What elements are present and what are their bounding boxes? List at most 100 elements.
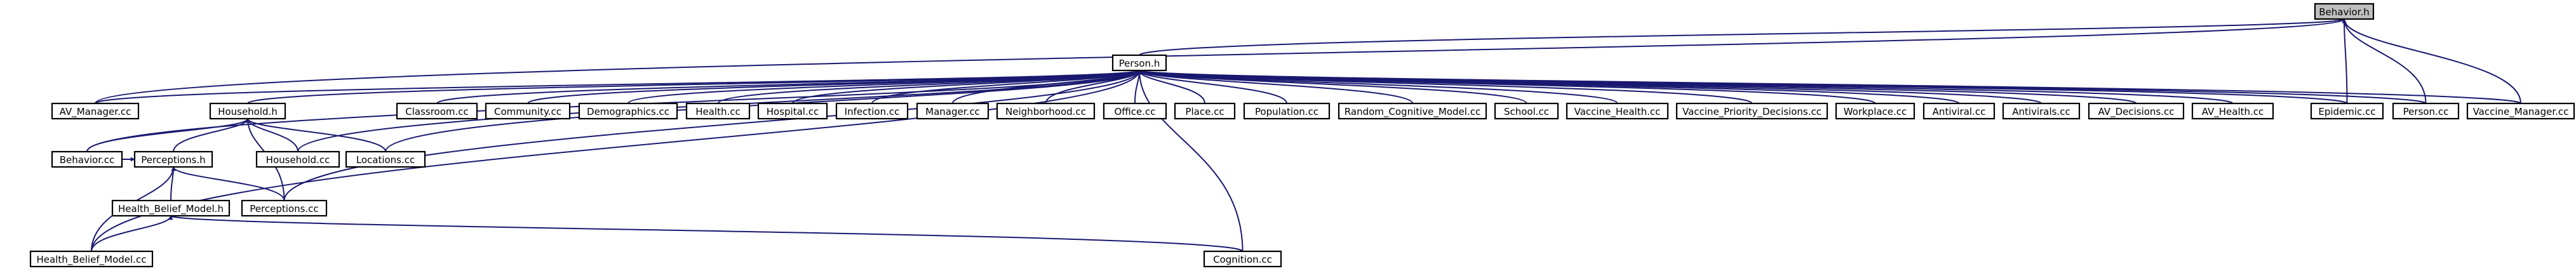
node-vaccine-health-cc[interactable]: Vaccine_Health.cc	[1566, 102, 1669, 120]
node-label: Community.cc	[494, 106, 561, 117]
node-workplace-cc[interactable]: Workplace.cc	[1835, 102, 1915, 120]
node-box	[29, 250, 154, 268]
node-population-cc[interactable]: Population.cc	[1243, 102, 1331, 120]
node-label: Perceptions.cc	[250, 203, 318, 215]
node-label: Workplace.cc	[1844, 106, 1907, 117]
node-box	[209, 102, 286, 120]
node-box	[485, 102, 571, 120]
node-box	[133, 150, 213, 168]
node-label: Population.cc	[1255, 106, 1318, 117]
node-place-cc[interactable]: Place.cc	[1174, 102, 1236, 120]
node-classroom-cc[interactable]: Classroom.cc	[396, 102, 478, 120]
node-label: Vaccine_Manager.cc	[2473, 106, 2569, 118]
edge-health_belief_model_cc-to-health_belief_model_h	[91, 215, 173, 252]
node-infection-cc[interactable]: Infection.cc	[835, 102, 909, 120]
node-label: Cognition.cc	[1213, 254, 1272, 265]
node-label: Person.cc	[2403, 106, 2449, 117]
node-box	[1494, 102, 1559, 120]
edge-vaccine_manager_cc-to-behavior_h	[2342, 18, 2521, 104]
edge-av_manager_cc-to-behavior_h	[95, 18, 2347, 104]
node-school-cc[interactable]: School.cc	[1494, 102, 1559, 120]
node-health-belief-model-cc[interactable]: Health_Belief_Model.cc	[29, 250, 154, 268]
node-neighborhood-cc[interactable]: Neighborhood.cc	[996, 102, 1096, 120]
node-av-health-cc[interactable]: AV_Health.cc	[2191, 102, 2274, 120]
node-av-decisions-cc[interactable]: AV_Decisions.cc	[2088, 102, 2185, 120]
node-box	[1566, 102, 1669, 120]
node-box	[916, 102, 989, 120]
node-health-cc[interactable]: Health.cc	[685, 102, 751, 120]
node-box	[1835, 102, 1915, 120]
node-demographics-cc[interactable]: Demographics.cc	[578, 102, 678, 120]
node-vaccine-priority-decisions-cc[interactable]: Vaccine_Priority_Decisions.cc	[1675, 102, 1828, 120]
node-antiviral-cc[interactable]: Antiviral.cc	[1922, 102, 1996, 120]
node-office-cc[interactable]: Office.cc	[1103, 102, 1167, 120]
node-label: Infection.cc	[845, 106, 900, 117]
node-label: Classroom.cc	[405, 106, 469, 117]
node-box	[241, 199, 328, 217]
node-household-h[interactable]: Household.h	[209, 102, 286, 120]
node-behavior-cc[interactable]: Behavior.cc	[51, 150, 123, 168]
node-box	[757, 102, 828, 120]
node-box	[1243, 102, 1331, 120]
node-label: Household.cc	[266, 154, 330, 166]
node-perceptions-cc[interactable]: Perceptions.cc	[241, 199, 328, 217]
node-box	[255, 150, 340, 168]
edge-perceptions_cc-to-perceptions_h	[171, 166, 285, 201]
edge-infection_cc-to-person_h	[871, 70, 1142, 104]
node-box	[51, 102, 140, 120]
edge-health_belief_model_cc-to-person_h	[91, 70, 1142, 252]
node-label: Perceptions.h	[141, 154, 205, 166]
edge-perceptions_h-to-household_h	[173, 118, 250, 152]
node-box	[835, 102, 909, 120]
node-antivirals-cc[interactable]: Antivirals.cc	[2002, 102, 2081, 120]
node-box	[2314, 3, 2375, 20]
node-random-cognitive-model-cc[interactable]: Random_Cognitive_Model.cc	[1338, 102, 1487, 120]
node-label: Office.cc	[1114, 106, 1155, 117]
node-av-manager-cc[interactable]: AV_Manager.cc	[51, 102, 140, 120]
node-box	[1338, 102, 1487, 120]
node-box	[1203, 250, 1282, 268]
node-label: Vaccine_Priority_Decisions.cc	[1682, 106, 1821, 118]
node-household-cc[interactable]: Household.cc	[255, 150, 340, 168]
edge-person_h-to-behavior_h	[1139, 18, 2346, 56]
node-label: AV_Health.cc	[2202, 106, 2264, 118]
node-label: Locations.cc	[356, 154, 415, 166]
node-cognition-cc[interactable]: Cognition.cc	[1203, 250, 1282, 268]
node-label: Behavior.cc	[60, 154, 115, 166]
node-behavior-h[interactable]: Behavior.h	[2314, 3, 2375, 20]
node-health-belief-model-h[interactable]: Health_Belief_Model.h	[111, 199, 231, 217]
edges-layer	[86, 18, 2521, 252]
node-box	[2466, 102, 2575, 120]
node-label: Neighborhood.cc	[1005, 106, 1086, 117]
edge-perceptions_cc-to-person_h	[283, 70, 1142, 201]
edge-person_cc-to-behavior_h	[2342, 18, 2427, 104]
node-box	[1174, 102, 1236, 120]
node-box	[2191, 102, 2274, 120]
node-epidemic-cc[interactable]: Epidemic.cc	[2310, 102, 2384, 120]
node-label: Vaccine_Health.cc	[1574, 106, 1661, 118]
node-vaccine-manager-cc[interactable]: Vaccine_Manager.cc	[2466, 102, 2575, 120]
node-box	[2088, 102, 2185, 120]
node-label: Health_Belief_Model.h	[118, 203, 224, 215]
node-box	[2392, 102, 2460, 120]
node-manager-cc[interactable]: Manager.cc	[916, 102, 989, 120]
node-box	[345, 150, 426, 168]
node-label: Household.h	[218, 106, 278, 117]
edge-epidemic_cc-to-behavior_h	[2342, 18, 2348, 104]
node-community-cc[interactable]: Community.cc	[485, 102, 571, 120]
node-hospital-cc[interactable]: Hospital.cc	[757, 102, 828, 120]
node-person-h[interactable]: Person.h	[1111, 54, 1167, 72]
edge-random_cognitive_model_cc-to-person_h	[1137, 70, 1413, 104]
node-person-cc[interactable]: Person.cc	[2392, 102, 2460, 120]
node-locations-cc[interactable]: Locations.cc	[345, 150, 426, 168]
node-label: Antivirals.cc	[2012, 106, 2070, 117]
node-label: School.cc	[1504, 106, 1549, 117]
node-box	[2002, 102, 2081, 120]
node-perceptions-h[interactable]: Perceptions.h	[133, 150, 213, 168]
node-label: Epidemic.cc	[2318, 106, 2375, 117]
node-box	[578, 102, 678, 120]
node-box	[1111, 54, 1167, 72]
node-box	[1675, 102, 1828, 120]
